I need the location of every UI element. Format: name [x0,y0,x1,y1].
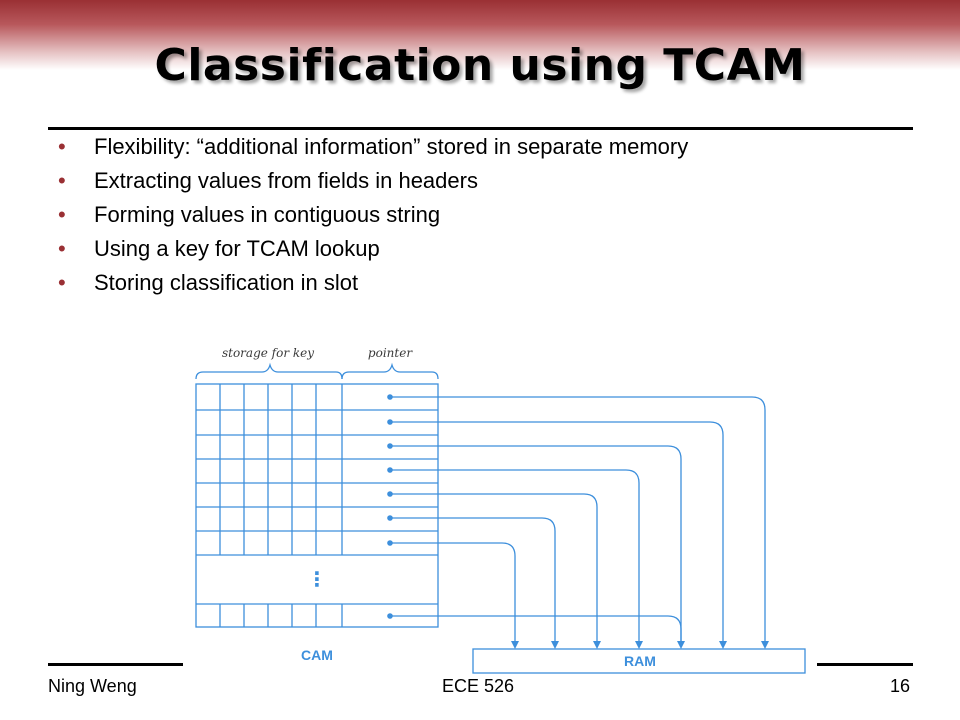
pointer-label: pointer [368,346,413,360]
bullet-dot-icon: • [58,270,66,295]
bullet-text: Storing classification in slot [94,270,359,295]
pointer-route [390,396,766,645]
footer-author: Ning Weng [48,676,137,696]
pointer-route [390,421,724,645]
bullet-text: Flexibility: “additional information” st… [94,134,689,159]
cam-box [195,383,439,628]
pointer-route [390,615,682,645]
pointer-dots [387,394,393,619]
cam-label: CAM [301,647,333,663]
ellipsis-marker: ⋮ [307,567,327,591]
slide-title: Classification using TCAM [154,40,806,91]
bullet-item: • Using a key for TCAM lookup [58,234,688,268]
bullet-list: • Flexibility: “additional information” s… [58,132,688,302]
bullet-item: • Extracting values from fields in header… [58,166,688,200]
pointer-route [390,469,640,645]
footer-page-number: 16 [890,676,911,696]
pointer-route [390,517,556,645]
ram-label: RAM [624,653,656,669]
bullet-item: • Forming values in contiguous string [58,200,688,234]
footer-course: ECE 526 [442,676,515,696]
pointer-route [390,445,682,645]
arrowheads [511,641,769,649]
header-gradient-band [0,0,960,70]
bullet-dot-icon: • [58,168,66,193]
bullet-text: Forming values in contiguous string [94,202,441,227]
bullet-dot-icon: • [58,236,66,261]
bullet-dot-icon: • [58,202,66,227]
storage-for-key-label: storage for key [222,346,314,360]
bullet-item: • Storing classification in slot [58,268,688,302]
pointer-route [390,542,516,645]
storage-brace [195,362,343,380]
bullet-text: Extracting values from fields in headers [94,168,478,193]
diagram-lines [195,362,806,674]
bullet-dot-icon: • [58,134,66,159]
footer-rule-left [48,663,183,666]
pointer-brace [341,362,439,380]
bullet-item: • Flexibility: “additional information” s… [58,132,688,166]
footer-rule-right [817,663,913,666]
bullet-text: Using a key for TCAM lookup [94,236,380,261]
pointer-route [390,493,598,645]
title-underline [48,127,913,130]
